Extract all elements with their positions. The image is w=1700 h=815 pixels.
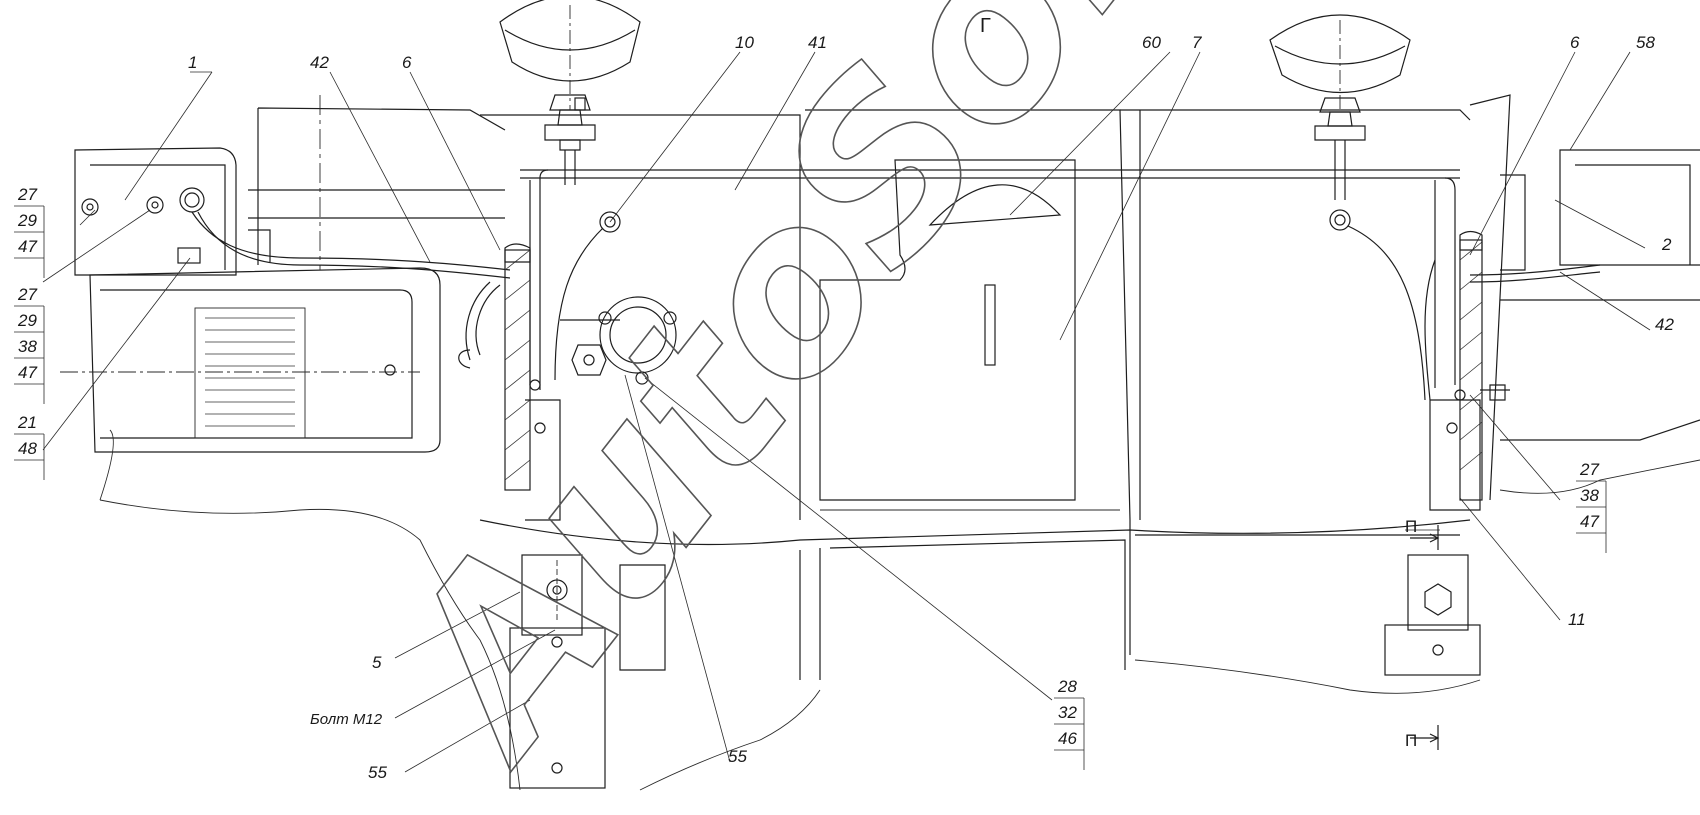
callout-1: 1 <box>188 53 197 72</box>
callout-labels: 1 42 6 10 41 60 7 6 58 2 42 11 5 55 55 Б… <box>188 15 1674 782</box>
callout-55-left: 55 <box>368 763 387 782</box>
bumper-frame <box>479 109 1471 546</box>
part-number-stacks: 27 29 47 27 29 38 47 21 48 27 38 47 28 32 46 <box>14 185 1607 770</box>
callout-2: 2 <box>1661 235 1672 254</box>
part-number-stack_b-2: 38 <box>18 337 37 356</box>
callout-42-left: 42 <box>310 53 329 72</box>
part-number-stack_d-2: 47 <box>1580 512 1599 531</box>
callout-6-left: 6 <box>402 53 412 72</box>
callout-11: 11 <box>1568 610 1586 629</box>
callout-60: 60 <box>1142 33 1161 52</box>
lower-bracket-left <box>509 554 666 789</box>
box-right <box>1469 149 1700 441</box>
view-label: Г <box>980 15 991 37</box>
bracket-left-hatched <box>504 243 561 521</box>
cable-42-left <box>177 211 511 369</box>
callout-7: 7 <box>1192 33 1202 52</box>
part-number-stack_a-0: 27 <box>17 185 37 204</box>
trailer-socket <box>571 296 677 385</box>
part-number-stack_d-1: 38 <box>1580 486 1599 505</box>
section-arrows <box>1410 525 1440 750</box>
part-number-stack_b-0: 27 <box>17 285 37 304</box>
callout-6-right: 6 <box>1570 33 1580 52</box>
watermark: AutoSoft <box>343 0 1273 806</box>
callout-55-center: 55 <box>728 747 747 766</box>
break-lines <box>99 429 1700 791</box>
section-mark-bottom: П <box>1405 731 1417 750</box>
battery-box-left <box>60 147 441 453</box>
part-number-stack_c-1: 48 <box>18 439 37 458</box>
headlight-right <box>1269 14 1436 401</box>
frame-plate-left <box>248 95 506 270</box>
part-number-stack_a-1: 29 <box>17 211 37 230</box>
right-panels <box>799 110 1460 680</box>
callout-41: 41 <box>808 33 827 52</box>
callout-10: 10 <box>735 33 754 52</box>
wire-10 <box>554 227 620 381</box>
watermark-text: AutoSoft <box>344 0 1273 806</box>
bracket-right-hatched <box>1429 94 1511 511</box>
bolt-label: Болт М12 <box>310 711 383 728</box>
part-number-stack_e-1: 32 <box>1058 703 1077 722</box>
section-mark-top: П <box>1405 517 1417 536</box>
part-number-stack_a-2: 47 <box>18 237 37 256</box>
part-number-stack_e-0: 28 <box>1057 677 1077 696</box>
part-number-stack_b-1: 29 <box>17 311 37 330</box>
center-plate <box>819 159 1120 511</box>
callout-58: 58 <box>1636 33 1655 52</box>
part-number-stack_c-0: 21 <box>17 413 37 432</box>
leader-lines <box>42 51 1651 773</box>
callout-5: 5 <box>372 653 382 672</box>
headlight-left <box>499 0 641 233</box>
part-number-stack_b-3: 47 <box>18 363 37 382</box>
callout-42-right: 42 <box>1655 315 1674 334</box>
part-number-stack_e-2: 46 <box>1058 729 1077 748</box>
part-number-stack_d-0: 27 <box>1579 460 1599 479</box>
battery-label-hatch <box>205 317 295 427</box>
lower-bracket-right <box>1384 554 1481 676</box>
